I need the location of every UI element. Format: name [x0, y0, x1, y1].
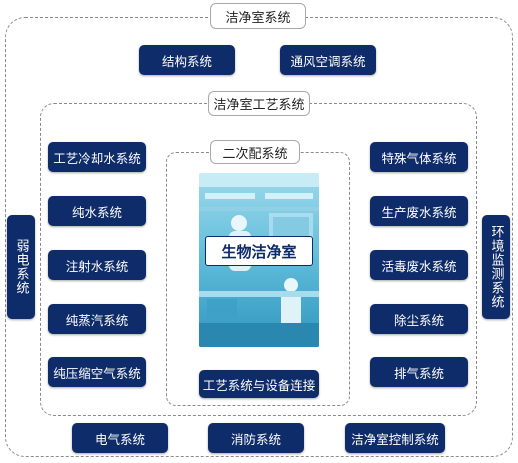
live-toxin-wastewater-box: 活毒废水系统: [370, 250, 468, 280]
structure-system-box: 结构系统: [139, 45, 235, 75]
pure-water-box: 纯水系统: [48, 196, 146, 226]
dust-removal-box: 除尘系统: [370, 304, 468, 334]
cleanroom-control-box: 洁净室控制系统: [345, 423, 445, 453]
hvac-system-box: 通风空调系统: [280, 45, 376, 75]
bio-cleanroom-label: 生物洁净室: [205, 236, 313, 266]
weak-current-system-label: 弱电系统: [13, 239, 29, 295]
special-gas-box: 特殊气体系统: [370, 142, 468, 172]
water-for-injection-box: 注射水系统: [48, 250, 146, 280]
electrical-system-box: 电气系统: [72, 423, 168, 453]
process-cooling-water-box: 工艺冷却水系统: [48, 142, 146, 172]
pure-compressed-air-box: 纯压缩空气系统: [48, 357, 146, 387]
fire-protection-box: 消防系统: [208, 423, 304, 453]
process-equipment-connection-box: 工艺系统与设备连接: [199, 370, 319, 398]
cleanroom-system-title: 洁净室系统: [210, 3, 306, 29]
environment-monitoring-label: 环境监测系统: [488, 225, 504, 309]
environment-monitoring-box: 环境监测系统: [482, 215, 510, 319]
weak-current-system-box: 弱电系统: [7, 215, 35, 319]
exhaust-box: 排气系统: [370, 357, 468, 387]
secondary-system-title: 二次配系统: [210, 140, 300, 164]
process-system-title: 洁净室工艺系统: [208, 91, 310, 116]
pure-steam-box: 纯蒸汽系统: [48, 304, 146, 334]
production-wastewater-box: 生产废水系统: [370, 196, 468, 226]
